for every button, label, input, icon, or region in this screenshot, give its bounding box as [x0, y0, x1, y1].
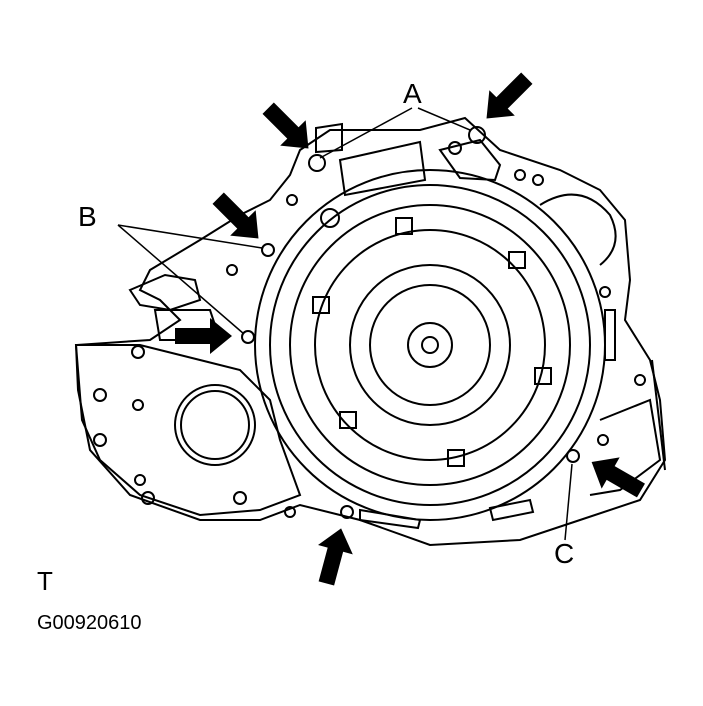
bolt-a1 [308, 154, 326, 172]
callout-a: A [403, 78, 422, 109]
bolt-hole [597, 434, 609, 446]
view-mark: T [37, 566, 53, 596]
bolt-a2 [468, 126, 486, 144]
bolt-c [566, 449, 580, 463]
top-right-lobe [539, 193, 617, 266]
bolt-hole [514, 169, 526, 181]
left-flange [74, 344, 302, 517]
housing-outer-ring [254, 169, 606, 521]
lower-right-line [651, 359, 666, 471]
pad [339, 411, 357, 429]
leader-b2 [117, 224, 245, 335]
left-bore [174, 384, 256, 466]
housing-ring-3 [289, 204, 571, 486]
arrow-a1 [262, 102, 309, 149]
bolt-hole [93, 388, 107, 402]
bolt-b1 [261, 243, 275, 257]
callout-b: B [78, 201, 97, 232]
right-rib [438, 138, 502, 182]
leader-c [564, 463, 573, 541]
pad [534, 367, 552, 385]
leader-b1 [117, 224, 263, 249]
bolt-hole [532, 174, 544, 186]
bolt-b2 [241, 330, 255, 344]
callout-c: C [554, 538, 575, 569]
pad [447, 449, 465, 467]
bolt-bottom [340, 505, 354, 519]
top-bracket [315, 122, 343, 154]
left-linkage [128, 273, 202, 312]
bolt-hole [284, 506, 296, 518]
bolt-hole [131, 345, 145, 359]
bottom-slot [488, 498, 535, 522]
bolt-hole [634, 374, 646, 386]
arrow-b2 [175, 318, 232, 354]
left-bore-inner [180, 390, 250, 460]
bolt-hole [93, 433, 107, 447]
arrow-b1 [212, 192, 259, 239]
bolt-hole [599, 286, 611, 298]
lower-right-bracket [589, 398, 662, 496]
bolt-hole [226, 264, 238, 276]
leader-a1 [319, 107, 413, 159]
pad [312, 296, 330, 314]
bolt-hole [286, 194, 298, 206]
bottom-slot [359, 508, 422, 530]
pad [395, 217, 413, 235]
housing-ring-6 [369, 284, 491, 406]
hub-outer [407, 322, 453, 368]
bolt-hole [320, 208, 340, 228]
housing-ring-2 [269, 184, 591, 506]
arrow-bottom [318, 528, 353, 586]
arrow-c [591, 457, 645, 498]
bolt-hole [134, 474, 146, 486]
bolt-hole [233, 491, 247, 505]
housing-ring-5 [349, 264, 511, 426]
figure-code: G00920610 [37, 612, 142, 634]
pad [508, 251, 526, 269]
hub-inner [421, 336, 439, 354]
bolt-hole [132, 399, 144, 411]
housing-ring-4 [314, 229, 546, 461]
housing-outline [74, 116, 667, 547]
leader-a2 [417, 107, 471, 131]
bolt-hole [141, 491, 155, 505]
side-slot [604, 309, 616, 361]
top-rib [338, 140, 427, 197]
arrow-a2 [486, 72, 533, 119]
